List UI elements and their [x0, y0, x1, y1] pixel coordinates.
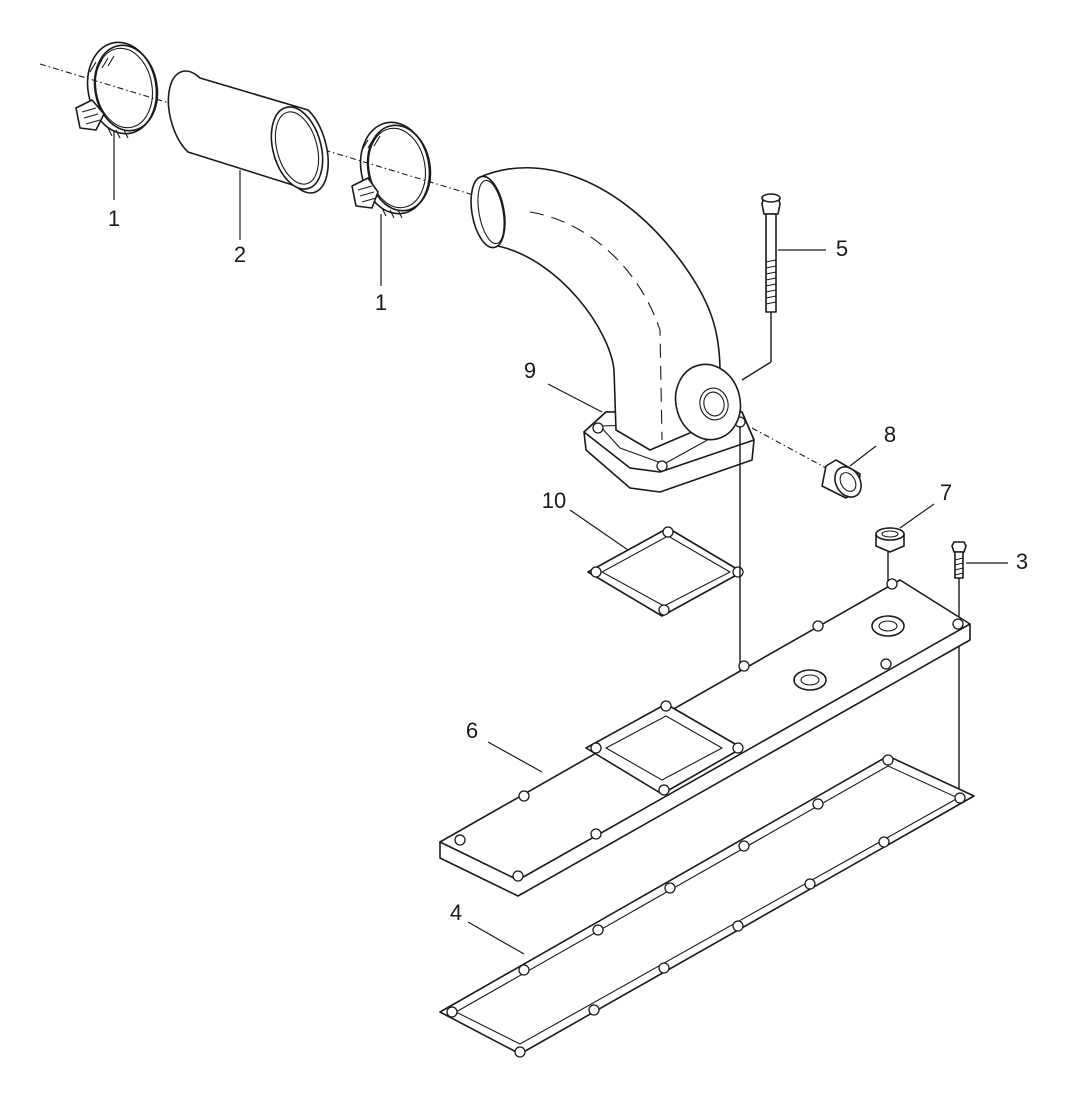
leader-cover-plate	[487, 741, 543, 773]
elbow-outlet-part	[470, 166, 755, 493]
callout-elbow-gasket: 10	[542, 488, 566, 513]
hose-clamp-right	[351, 121, 432, 219]
callout-plug: 8	[884, 422, 896, 447]
small-bolt-part	[951, 541, 967, 796]
callout-cover-gasket: 4	[450, 900, 462, 925]
callout-elbow: 9	[524, 358, 536, 383]
callout-long-bolt: 5	[836, 236, 848, 261]
hose-clamp-left	[75, 41, 159, 139]
leader-plug	[849, 445, 877, 467]
cover-gasket-part	[439, 754, 975, 1058]
leader-elbow-gasket	[569, 509, 629, 551]
hose-part	[167, 70, 330, 194]
plug-part	[751, 427, 862, 499]
leader-elbow	[547, 383, 603, 413]
cover-plate-part	[439, 578, 971, 897]
long-bolt-part	[741, 193, 781, 381]
leader-lines	[113, 130, 1008, 955]
callout-labels: 1 2 1 5 9 8 7 3 10 6 4	[108, 206, 1028, 925]
callout-cover-plate: 6	[466, 718, 478, 743]
callout-small-plug: 7	[940, 480, 952, 505]
leader-cover-gasket	[467, 921, 525, 955]
leader-small-plug	[899, 503, 935, 529]
callout-clamp-left: 1	[108, 206, 120, 231]
elbow-gasket-part	[587, 526, 744, 617]
callout-hose: 2	[234, 242, 246, 267]
callout-clamp-right: 1	[375, 290, 387, 315]
callout-small-bolt: 3	[1016, 549, 1028, 574]
